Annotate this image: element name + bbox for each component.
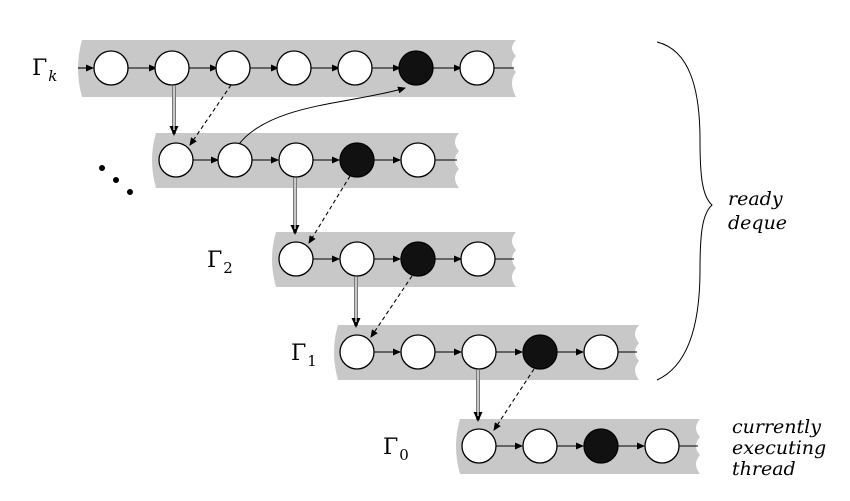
nodes: [93, 50, 680, 464]
node-0-1: [461, 428, 497, 464]
node-0-3: [583, 428, 619, 464]
dashed-link-mid: [308, 175, 351, 244]
node-0-2: [522, 428, 558, 464]
ready-deque-brace: [656, 41, 713, 381]
label-gamma-2: Γ2: [207, 248, 233, 277]
dashed-link-2: [370, 275, 413, 338]
node-2-3: [400, 241, 436, 277]
node-2-1: [278, 241, 314, 277]
node-0-4: [644, 428, 680, 464]
steal-curve: [238, 86, 406, 145]
label-gamma-k: Γk: [32, 56, 57, 85]
node-k-6: [398, 50, 434, 86]
currently-executing-label: currently executing thread: [732, 416, 832, 480]
bands: [78, 40, 700, 474]
edges: [78, 64, 698, 450]
label-gamma-1: Γ1: [291, 341, 317, 370]
node-k-1: [93, 50, 129, 86]
node-m-5: [400, 142, 436, 178]
node-m-4: [339, 142, 375, 178]
node-1-5: [583, 334, 619, 370]
node-1-2: [400, 334, 436, 370]
node-k-4: [276, 50, 312, 86]
node-k-3: [215, 50, 251, 86]
node-m-2: [217, 142, 253, 178]
ellipsis-dots: [99, 165, 133, 195]
node-k-5: [337, 50, 373, 86]
node-1-4: [522, 334, 558, 370]
node-1-3: [461, 334, 497, 370]
node-m-3: [278, 142, 314, 178]
dashed-link-1: [493, 368, 535, 431]
thick-links: [169, 86, 483, 422]
node-k-7: [459, 50, 495, 86]
node-k-2: [154, 50, 190, 86]
ready-deque-label: ready deque: [728, 188, 789, 234]
dashed-links: [189, 84, 535, 431]
node-1-1: [339, 334, 375, 370]
node-2-4: [460, 241, 496, 277]
dashed-link-k: [189, 84, 232, 146]
label-gamma-0: Γ0: [383, 435, 409, 464]
node-m-1: [158, 142, 194, 178]
node-2-2: [339, 241, 375, 277]
